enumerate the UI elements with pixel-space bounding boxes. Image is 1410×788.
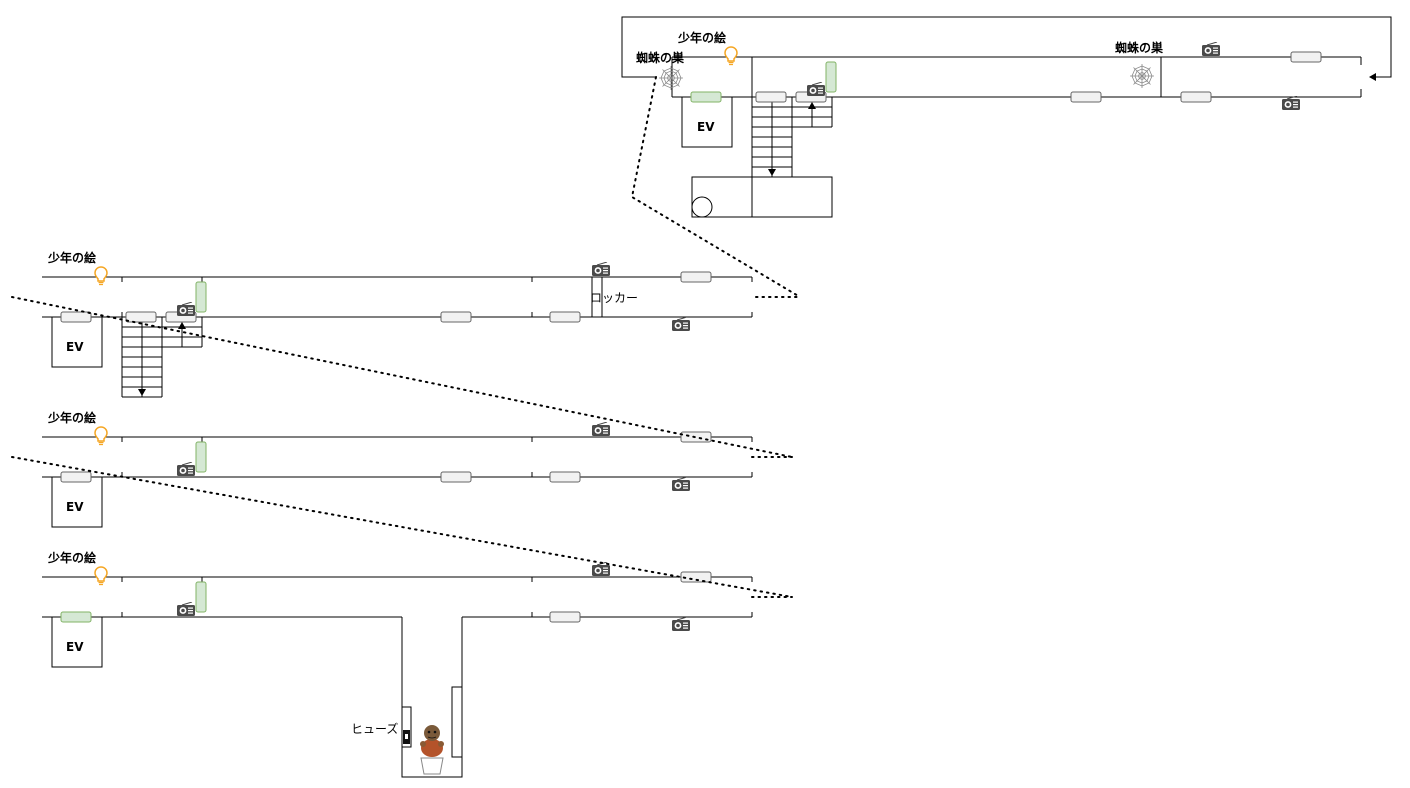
radio-icon xyxy=(672,317,690,331)
radio-icon xyxy=(177,462,195,476)
radio-icon xyxy=(672,477,690,491)
radio-icon xyxy=(672,617,690,631)
floor-b-icons xyxy=(94,422,690,491)
fuse-label: ヒューズ xyxy=(351,721,398,736)
boy-picture-label: 少年の絵 xyxy=(677,30,726,45)
spider-web-icon xyxy=(1130,64,1154,88)
elevator-label: EV xyxy=(697,120,715,134)
connector-a-to-b xyxy=(11,296,793,458)
radio-icon xyxy=(1282,96,1300,110)
floor-a-doors xyxy=(60,271,712,323)
floor-c-doors xyxy=(60,571,712,623)
connector-b-to-c xyxy=(11,456,793,598)
lower-room xyxy=(691,176,833,218)
floor-c-icons xyxy=(94,562,690,631)
floor-a xyxy=(42,276,753,398)
boy-picture-label: 少年の絵 xyxy=(47,250,96,265)
floor-b-doors xyxy=(60,431,712,483)
radio-icon xyxy=(592,262,610,276)
light-bulb-icon xyxy=(94,426,108,446)
dotted-connectors xyxy=(11,76,801,598)
locker-label: ロッカー xyxy=(590,291,638,305)
radio-icon xyxy=(807,82,825,96)
spider-web-icon xyxy=(659,66,683,90)
radio-icon xyxy=(177,302,195,316)
radio-icon xyxy=(1202,42,1220,56)
elevator-label: EV xyxy=(66,500,84,514)
floor-c xyxy=(42,576,753,778)
radio-icon xyxy=(177,602,195,616)
elevator-label: EV xyxy=(66,640,84,654)
fuse-box xyxy=(401,706,412,748)
light-bulb-icon xyxy=(724,46,738,66)
radio-icon xyxy=(592,422,610,436)
light-bulb-icon xyxy=(94,566,108,586)
doll-icon xyxy=(420,725,444,775)
boy-picture-label: 少年の絵 xyxy=(47,410,96,425)
elevator-label: EV xyxy=(66,340,84,354)
light-bulb-icon xyxy=(94,266,108,286)
boy-picture-label: 少年の絵 xyxy=(47,550,96,565)
locker xyxy=(591,276,603,318)
spider-web-label: 蜘蛛の巣 xyxy=(636,50,685,65)
loop-path xyxy=(621,16,1392,81)
top-floor-doors xyxy=(690,51,1322,103)
spider-web-label: 蜘蛛の巣 xyxy=(1115,40,1164,55)
top-floor xyxy=(621,16,1392,218)
connector-top-to-a xyxy=(630,76,801,298)
round-object xyxy=(691,196,713,218)
